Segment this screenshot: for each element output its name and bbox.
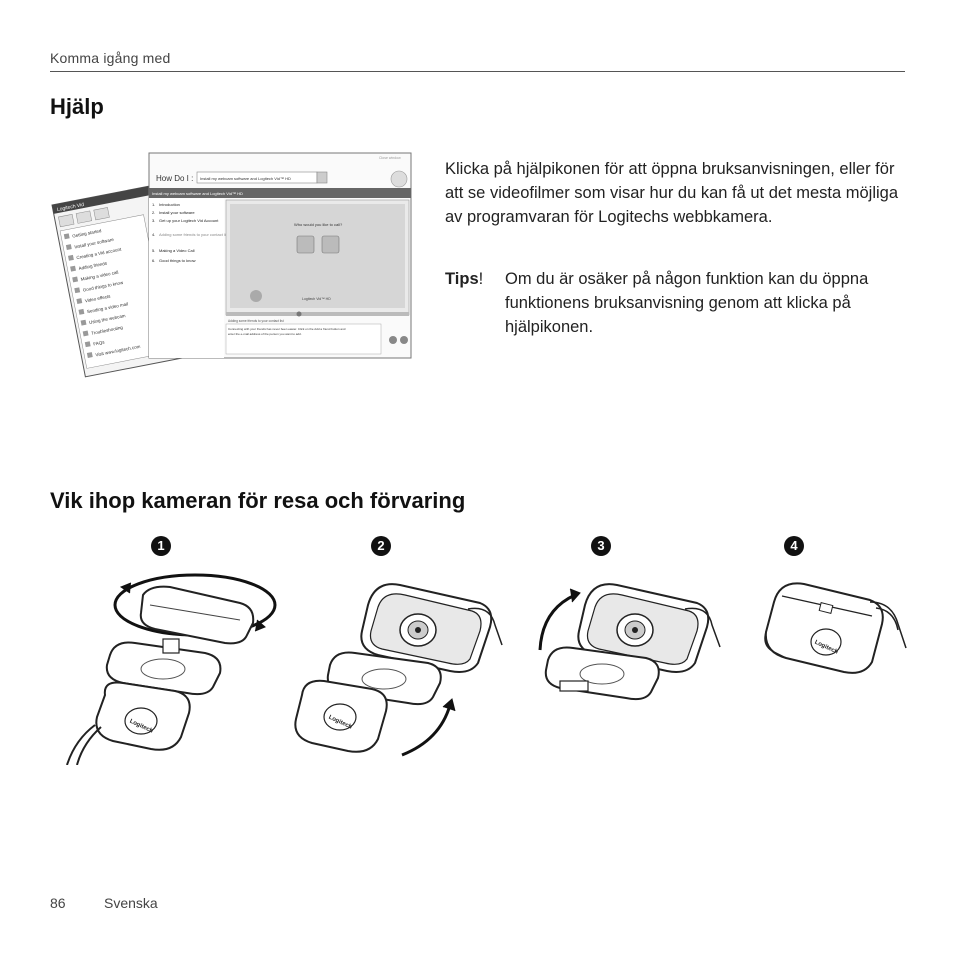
how-do-i-label: How Do I : [156, 174, 193, 183]
back-window-title: Logitech Vid [56, 202, 84, 213]
step-number: 5. [152, 248, 155, 253]
step-2-badge: 2 [371, 536, 391, 556]
step-label[interactable]: Install your software [159, 210, 195, 215]
step-1-badge: 1 [151, 536, 171, 556]
help-heading: Hjälp [50, 94, 104, 119]
fold-heading: Vik ihop kameran för resa och förvaring [50, 488, 466, 513]
fold-step-1-illustration: Logitech [66, 573, 277, 765]
fold-step-3-illustration [538, 583, 721, 701]
back-item-icon [82, 330, 89, 337]
back-item-icon [74, 287, 81, 294]
svg-text:enter the e-mail address of th: enter the e-mail address of the person y… [228, 332, 302, 336]
step-label[interactable]: Get up your Logitech Vid Account [159, 218, 219, 223]
caption-title: Adding some friends to your contact list [228, 319, 284, 323]
back-item-label: Getting started [72, 228, 102, 239]
header-section-label: Komma igång med [50, 50, 171, 66]
back-item-icon [70, 265, 76, 272]
tips-label-wrap: Tips! [445, 267, 483, 291]
step-number: 2. [152, 210, 155, 215]
video-footer: Logitech Vid™ HD [302, 297, 331, 301]
back-item-icon [80, 319, 87, 326]
back-item-icon [72, 276, 79, 283]
page-number: 86 [50, 895, 66, 911]
back-item-icon [68, 254, 74, 261]
how-do-i-select: Install my webcam software and Logitech … [200, 176, 291, 181]
step-number: 4. [152, 232, 155, 237]
svg-text:Connecting with your friends h: Connecting with your friends has never b… [228, 327, 346, 331]
footer-language: Svenska [104, 895, 158, 911]
topic-bar-label: Install my webcam software and Logitech … [152, 191, 243, 196]
svg-text:Close window: Close window [379, 156, 401, 160]
step-label[interactable]: Making a Video Call [159, 248, 195, 253]
back-item-icon [76, 298, 83, 304]
step-number: 3. [152, 218, 155, 223]
header-divider [50, 71, 905, 72]
fold-step-2-illustration: Logitech [294, 583, 503, 757]
help-screenshot-illustration: Logitech Vid Getting started Install your… [51, 152, 412, 378]
tips-label: Tips [445, 270, 479, 288]
tips-punct: ! [478, 270, 484, 288]
step-label[interactable]: Adding some friends to your contact list [159, 232, 230, 237]
tips-text: Om du är osäker på någon funktion kan du… [505, 270, 869, 336]
step-number: 1. [152, 202, 155, 207]
back-item-icon [63, 233, 70, 240]
back-item-label: FAQs [93, 339, 106, 346]
video-prompt: Who would you like to call? [294, 222, 343, 227]
step-4-badge: 4 [784, 536, 804, 556]
back-item-label: Troubleshooting [91, 325, 124, 336]
back-item-label: Adding friends [78, 261, 108, 272]
step-number: 6. [152, 258, 155, 263]
back-item-icon [84, 341, 91, 348]
step-label[interactable]: Good things to know [159, 258, 196, 263]
back-item-label: Video effects [84, 293, 111, 303]
fold-step-4-illustration: Logitech [764, 582, 907, 674]
step-label[interactable]: Introduction [159, 202, 180, 207]
back-item-icon [65, 244, 72, 250]
step-3-badge: 3 [591, 536, 611, 556]
back-item-icon [86, 352, 93, 358]
front-help-window: Close window How Do I : Install my webca… [148, 152, 412, 359]
help-paragraph: Klicka på hjälpikonen för att öppna bruk… [445, 160, 899, 226]
back-item-icon [78, 308, 85, 315]
